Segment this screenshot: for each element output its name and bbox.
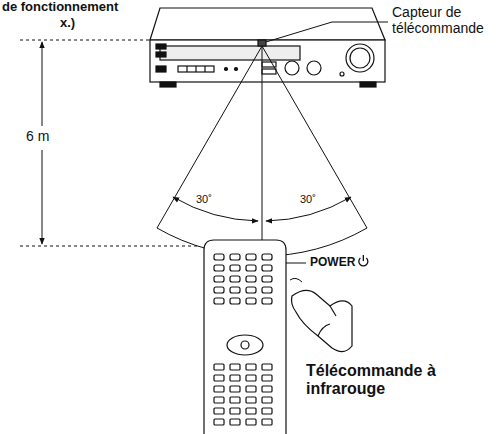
angle-label: 30˚: [300, 193, 316, 206]
dimension-label: 6 m: [26, 128, 49, 144]
power-symbol: [359, 255, 368, 266]
section-heading: x.): [60, 16, 75, 31]
remote-label: Télécommande à infrarouge: [306, 362, 496, 399]
button-label: POWER: [310, 256, 355, 270]
hand: [290, 278, 352, 351]
sensor-label: Capteur de télécommande: [392, 4, 488, 36]
section-heading: de fonctionnement: [2, 0, 118, 15]
range-sector: [157, 46, 367, 256]
dimension-lines: [20, 40, 200, 246]
sensor-leader: [266, 22, 388, 263]
remote-control: [204, 240, 286, 434]
angle-label: 30˚: [196, 193, 212, 206]
receiver: [150, 8, 385, 87]
